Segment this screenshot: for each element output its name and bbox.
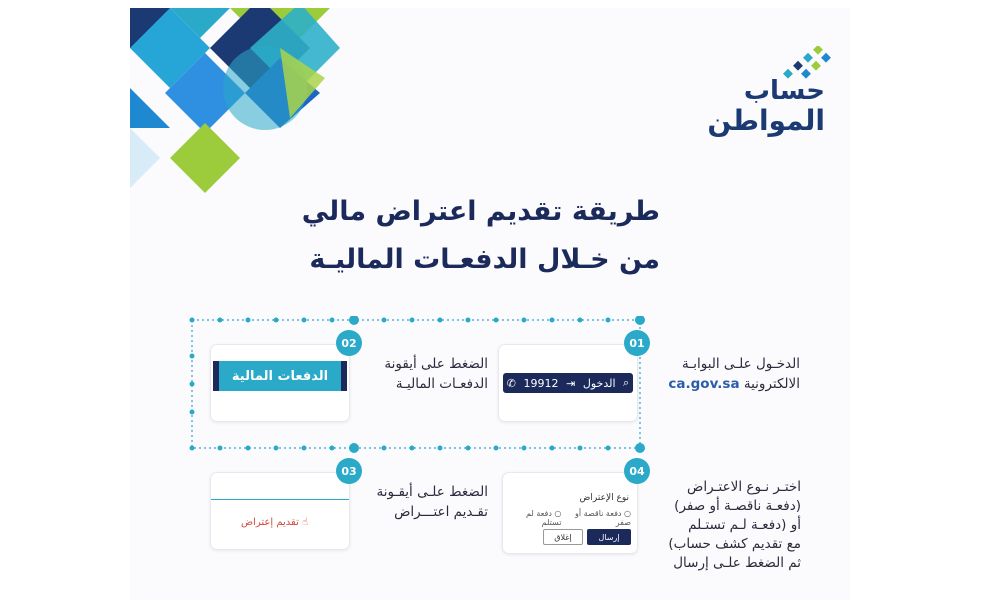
financial-payments-button: الدفعات المالية [213, 361, 347, 391]
step-04-text: اختـر نـوع الاعتـراض (دفعـة ناقصـة أو صف… [646, 478, 801, 573]
decorative-shapes [130, 8, 340, 193]
objection-type-label: نوع الإعتراض [579, 493, 629, 503]
step-04-line2: (دفعـة ناقصـة أو صفر) [674, 498, 801, 514]
send-button: إرسال [587, 529, 631, 545]
title-line1: طريقة تقديم اعتراض مالي [301, 196, 660, 227]
dotted-connector-frame [189, 316, 645, 453]
step-03-line1: الضغط علـى أيقـونة [376, 484, 488, 500]
step-04-line4: مع تقديم كشف حساب) [668, 536, 801, 552]
portal-link: ca.gov.sa [668, 376, 740, 392]
phone-number: 19912 [523, 376, 559, 390]
infographic-poster: حساب المواطن طريقة تقديم اعتراض مالي من … [130, 8, 850, 600]
step-04-line1: اختـر نـوع الاعتـراض [687, 479, 801, 495]
objection-options: ○ دفعة ناقصة أو صفر ○ دفعة لم تستلم [507, 509, 631, 527]
option-short-payment: ○ دفعة ناقصة أو صفر [575, 509, 631, 527]
hand-icon: ☝ [302, 517, 309, 528]
step-02-mock: الدفعات المالية [210, 344, 350, 422]
step-02-text: الضغط على أيقونة الدفعـات الماليـة [358, 354, 488, 394]
option-not-received: ○ دفعة لم تستلم [526, 509, 562, 527]
step-04-line3: أو (دفعـة لـم تستـلم [688, 517, 801, 533]
login-icon: ⇥ [566, 376, 576, 390]
step-04-mock: نوع الإعتراض ○ دفعة ناقصة أو صفر ○ دفعة … [502, 472, 638, 554]
phone-icon: ✆ [506, 376, 516, 390]
title-line2: من خـلال الدفعـات الماليـة [309, 244, 660, 275]
step-01-badge: 01 [624, 330, 650, 356]
step-01-mock: ✆ 19912 ⇥ الدخول ⌕ [498, 344, 638, 422]
step-03-badge: 03 [336, 458, 362, 484]
close-button: إغلاق [543, 529, 583, 545]
step-03-mock: ☝ تقديم إعتراض [210, 472, 350, 550]
submit-objection-button: ☝ تقديم إعتراض [241, 517, 308, 528]
step-03-top-line [211, 499, 349, 500]
step-03-line2: تقـديم اعتـــراض [394, 504, 488, 520]
search-icon: ⌕ [623, 376, 630, 389]
step-02-badge: 02 [336, 330, 362, 356]
citizen-account-logo: حساب المواطن [685, 46, 835, 146]
logo-dots-icon [783, 46, 831, 79]
logo-text-line2: المواطن [707, 104, 825, 137]
step-01-line1: الدخـول علـى البوابـة [682, 356, 800, 372]
step-02-line1: الضغط على أيقونة [384, 356, 488, 372]
step-01-text: الدخـول علـى البوابـة الالكترونية ca.gov… [650, 354, 800, 394]
step-02-line2: الدفعـات الماليـة [395, 376, 488, 392]
step-01-line2: الالكترونية [743, 376, 800, 392]
step-04-line5: ثم الضغط علـى إرسال [673, 555, 801, 571]
step-03-text: الضغط علـى أيقـونة تقـديم اعتـــراض [358, 482, 488, 522]
login-bar: ✆ 19912 ⇥ الدخول ⌕ [503, 373, 633, 393]
logo-text-line1: حساب [743, 76, 825, 106]
step-04-badge: 04 [624, 458, 650, 484]
login-label: الدخول [582, 376, 616, 390]
submit-objection-label: تقديم إعتراض [241, 517, 299, 528]
